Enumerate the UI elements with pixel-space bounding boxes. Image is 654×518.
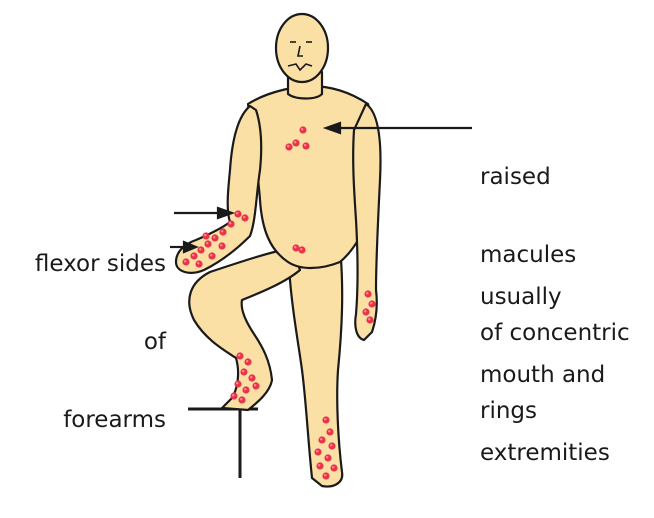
lesion-spot-highlight — [316, 450, 318, 452]
lesion-spot-highlight — [236, 382, 238, 384]
lesion-spot-highlight — [232, 394, 234, 396]
head — [276, 14, 328, 82]
distribution-label-line-3: extremities — [480, 440, 610, 466]
forearm-label-line-2: of — [8, 329, 166, 355]
lesion-spot-highlight — [204, 234, 206, 236]
distribution-label-line-2: mouth and — [480, 362, 610, 388]
lesion-spot-highlight — [246, 360, 248, 362]
lesion-spot-highlight — [229, 222, 231, 224]
lesion-spot-highlight — [368, 318, 370, 320]
lesion-spot-highlight — [366, 292, 368, 294]
lesion-spot-highlight — [287, 145, 289, 147]
lesion-spot-highlight — [210, 254, 212, 256]
distribution-label-block: usually mouth and extremities — [480, 232, 610, 518]
lesion-spot-highlight — [244, 388, 246, 390]
lesion-label-line-1: raised — [480, 164, 630, 190]
forearm-label-line-1: flexor sides — [8, 251, 166, 277]
lesion-spot-highlight — [370, 302, 372, 304]
lesion-spot-highlight — [213, 236, 215, 238]
lesion-spot-highlight — [240, 398, 242, 400]
lesion-spot-highlight — [192, 254, 194, 256]
lesion-spot-highlight — [238, 354, 240, 356]
lesion-spot-highlight — [242, 370, 244, 372]
lesion-spot-highlight — [250, 376, 252, 378]
lesion-spot-highlight — [318, 464, 320, 466]
lesion-spot-highlight — [206, 242, 208, 244]
raised-leg — [189, 248, 300, 410]
distribution-label-line-1: usually — [480, 284, 610, 310]
lesion-spot-highlight — [184, 260, 186, 262]
lesion-spot-highlight — [304, 144, 306, 146]
forearm-label-line-3: forearms — [8, 407, 166, 433]
lesion-spot-highlight — [220, 244, 222, 246]
lesion-spot-highlight — [364, 310, 366, 312]
step-outline — [188, 409, 258, 478]
forearm-label-block: flexor sides of forearms — [8, 199, 166, 485]
lesion-spot-highlight — [330, 444, 332, 446]
lesion-spot-highlight — [199, 248, 201, 250]
body-silhouette — [176, 14, 380, 486]
lesion-spot-highlight — [320, 438, 322, 440]
lesion-spot-highlight — [254, 384, 256, 386]
lesion-spot-highlight — [197, 262, 199, 264]
right-arm — [353, 104, 380, 340]
lesion-spot-highlight — [294, 246, 296, 248]
lesion-spot-highlight — [243, 216, 245, 218]
lesion-spot-highlight — [324, 418, 326, 420]
lesion-spot-highlight — [332, 466, 334, 468]
lesion-spot-highlight — [324, 474, 326, 476]
lesion-spot-highlight — [236, 212, 238, 214]
lesion-spot-highlight — [300, 248, 302, 250]
lesion-spot-highlight — [294, 141, 296, 143]
lesion-spot-highlight — [328, 430, 330, 432]
diagram-canvas: raised macules of concentric rings usual… — [0, 0, 654, 491]
lesion-spot-highlight — [221, 230, 223, 232]
lesion-spot-highlight — [326, 456, 328, 458]
lesion-spot-highlight — [301, 128, 303, 130]
